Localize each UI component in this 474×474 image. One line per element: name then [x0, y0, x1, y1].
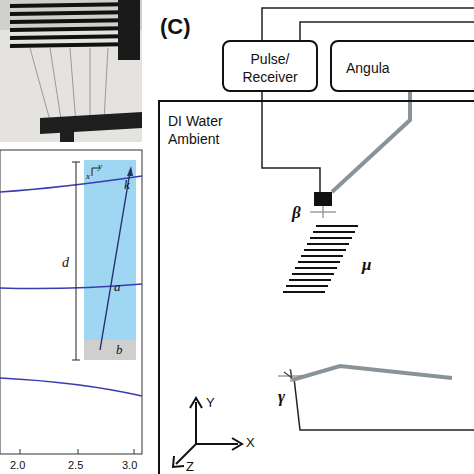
pulse-receiver-box: Pulse/ Receiver	[222, 40, 318, 92]
arrow-head	[284, 369, 292, 378]
angular-stage-box: Angula	[330, 40, 474, 92]
sample-photo	[0, 0, 142, 142]
dimension-label: d	[62, 256, 69, 270]
dimension-label: b	[116, 343, 123, 356]
plate-stack	[283, 226, 358, 292]
transducer	[314, 192, 332, 206]
box-label: Angula	[346, 59, 474, 77]
panel-label: (C)	[160, 16, 191, 38]
tick-label: 2.5	[68, 460, 83, 471]
axis-label: y	[98, 162, 102, 171]
box-label: DI Water Ambient	[168, 112, 248, 148]
box-label: Pulse/ Receiver	[228, 50, 312, 86]
greek-symbol: μ	[362, 256, 371, 273]
axis-label: Y	[206, 396, 215, 409]
dimension-label: a	[114, 280, 121, 293]
vector-label: k	[124, 178, 130, 191]
water-tank: DI Water Ambient	[158, 100, 474, 474]
greek-symbol: γ	[278, 388, 285, 405]
axis-label: x	[86, 172, 90, 181]
stage-arm	[292, 92, 452, 380]
greek-symbol: β	[292, 204, 301, 221]
axis-label: X	[246, 436, 255, 449]
tick-label: 3.0	[122, 460, 137, 471]
dispersion-plot	[0, 150, 142, 454]
tick-label: 2.0	[10, 460, 25, 471]
axis-label: Z	[186, 460, 194, 473]
